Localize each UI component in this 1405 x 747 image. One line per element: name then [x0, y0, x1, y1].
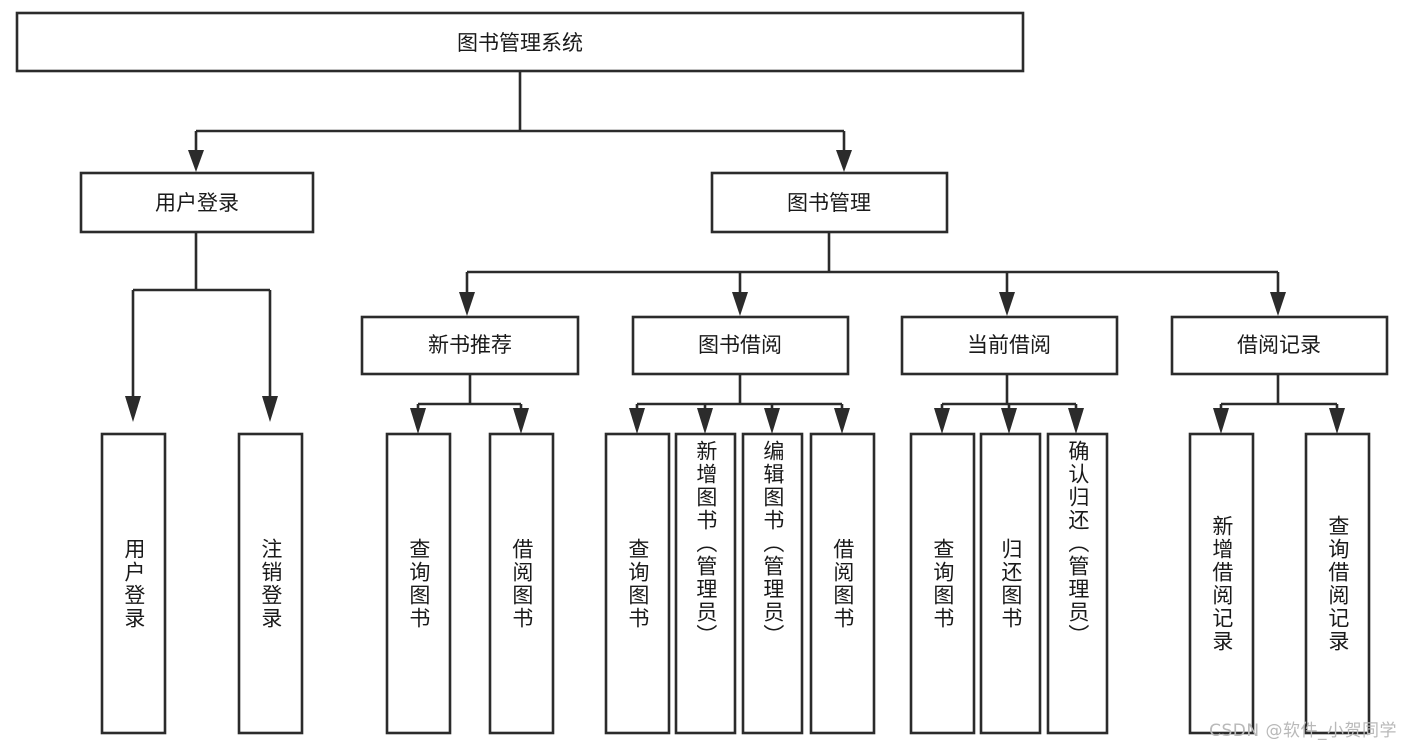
node-borrow-record-label: 借阅记录: [1237, 333, 1321, 357]
node-book-borrow-label: 图书借阅: [698, 333, 782, 357]
connector-borrow-to-leaves: [629, 374, 850, 434]
leaf-add-borrow-record[interactable]: [1188, 432, 1255, 735]
node-current-borrow[interactable]: 当前借阅: [900, 315, 1119, 376]
leaf-borrow-book-borrow[interactable]: [809, 432, 876, 735]
node-new-book-recommend[interactable]: 新书推荐: [360, 315, 580, 376]
node-book-management-label: 图书管理: [787, 191, 871, 215]
node-root-label: 图书管理系统: [457, 31, 583, 55]
node-root[interactable]: 图书管理系统: [15, 11, 1025, 73]
node-borrow-record[interactable]: 借阅记录: [1170, 315, 1389, 376]
connector-bookmgmt-to-level3: [459, 232, 1286, 316]
leaf-edit-book-admin[interactable]: [741, 432, 804, 735]
leaf-confirm-return-admin[interactable]: [1046, 432, 1109, 735]
watermark-text: CSDN @软件_小贺同学: [1209, 721, 1397, 741]
connector-record-to-leaves: [1213, 374, 1345, 434]
node-book-borrow[interactable]: 图书借阅: [631, 315, 850, 376]
leaf-query-book-current[interactable]: [909, 432, 976, 735]
leaf-query-book-recommend[interactable]: [385, 432, 452, 735]
leaf-query-book-borrow[interactable]: [604, 432, 671, 735]
node-user-login-label: 用户登录: [155, 191, 239, 215]
connector-userlogin-to-leaves: [125, 232, 278, 422]
connector-current-to-leaves: [934, 374, 1084, 434]
leaf-borrow-book-recommend[interactable]: [488, 432, 555, 735]
connector-root-to-level2: [188, 71, 852, 172]
node-user-login[interactable]: 用户登录: [79, 171, 315, 234]
node-book-management[interactable]: 图书管理: [710, 171, 949, 234]
leaf-query-borrow-record[interactable]: [1304, 432, 1371, 735]
node-current-borrow-label: 当前借阅: [967, 333, 1051, 357]
leaf-return-book[interactable]: [979, 432, 1042, 735]
node-new-book-recommend-label: 新书推荐: [428, 333, 512, 357]
connector-recommend-to-leaves: [410, 374, 529, 434]
leaf-logout-login[interactable]: [237, 432, 304, 735]
leaf-user-login[interactable]: [100, 432, 167, 735]
leaf-add-book-admin[interactable]: [674, 432, 737, 735]
